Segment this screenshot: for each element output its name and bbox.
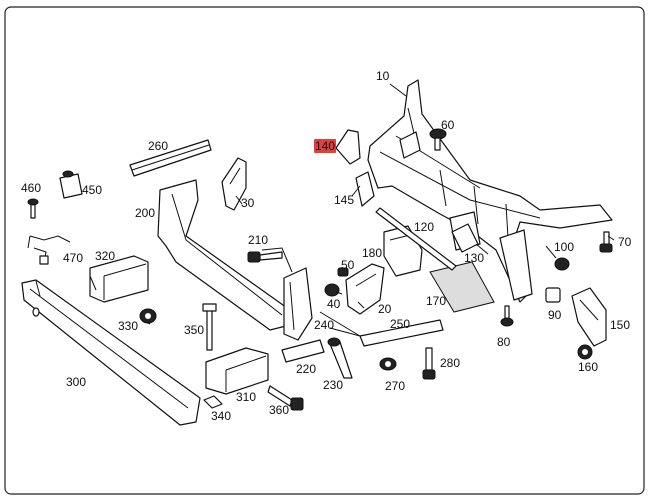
part-250-plate[interactable] (329, 319, 444, 347)
part-120-rod[interactable] (375, 207, 457, 271)
part-130-bracket[interactable] (451, 223, 479, 253)
part-200-crossmember[interactable] (157, 179, 313, 341)
part-140-bracket[interactable] (335, 129, 361, 165)
callout-230[interactable]: 230 (323, 378, 344, 392)
callout-210[interactable]: 210 (248, 233, 269, 247)
callout-350[interactable]: 350 (184, 323, 205, 337)
callout-170[interactable]: 170 (426, 294, 447, 308)
part-320-bracket[interactable] (89, 255, 149, 303)
callout-160[interactable]: 160 (578, 360, 599, 374)
part-310-bracket[interactable] (205, 347, 269, 395)
callout-330[interactable]: 330 (118, 319, 139, 333)
part-280-bolt[interactable] (422, 347, 436, 380)
part-350-bolt[interactable] (202, 303, 217, 351)
part-170-cover[interactable] (429, 261, 495, 313)
part-470-wiring[interactable] (27, 235, 71, 265)
callout-260[interactable]: 260 (148, 139, 169, 153)
part-70-bolt[interactable] (599, 231, 613, 253)
callout-340[interactable]: 340 (211, 409, 232, 423)
callout-200[interactable]: 200 (135, 206, 156, 220)
part-340-clip[interactable] (203, 395, 223, 409)
part-50-bolt[interactable] (337, 267, 349, 277)
callout-280[interactable]: 280 (440, 356, 461, 370)
callout-40[interactable]: 40 (327, 297, 341, 311)
callout-360[interactable]: 360 (269, 403, 290, 417)
callout-470[interactable]: 470 (63, 251, 84, 265)
part-260-strip[interactable] (129, 139, 212, 177)
callout-145[interactable]: 145 (334, 193, 355, 207)
callout-270[interactable]: 270 (385, 379, 406, 393)
part-100-nut[interactable] (554, 257, 570, 271)
leader-lines (89, 83, 615, 337)
callout-300[interactable]: 300 (66, 375, 87, 389)
callout-310[interactable]: 310 (236, 390, 257, 404)
part-450-sensor[interactable] (59, 170, 83, 199)
part-210-bolt[interactable] (247, 251, 283, 263)
callout-220[interactable]: 220 (296, 362, 317, 376)
callout-100[interactable]: 100 (554, 240, 575, 254)
callout-150[interactable]: 150 (610, 318, 631, 332)
part-150-bracket[interactable] (571, 287, 607, 347)
part-330-nut[interactable] (139, 308, 157, 324)
part-20-bracket[interactable] (345, 263, 385, 315)
callout-10[interactable]: 10 (376, 69, 390, 83)
callout-450[interactable]: 450 (82, 183, 103, 197)
part-300-bumper-bar[interactable] (21, 279, 201, 426)
callout-80[interactable]: 80 (497, 335, 511, 349)
part-230-bolt[interactable] (327, 337, 353, 379)
part-30-bracket[interactable] (221, 157, 247, 211)
callout-30[interactable]: 30 (241, 196, 255, 210)
part-270-nut[interactable] (379, 357, 397, 371)
callout-320[interactable]: 320 (95, 249, 116, 263)
callout-50[interactable]: 50 (341, 258, 355, 272)
callout-250[interactable]: 250 (390, 317, 411, 331)
part-160-nut[interactable] (577, 344, 593, 360)
part-80-bolt[interactable] (500, 305, 514, 327)
part-60-screw[interactable] (429, 128, 447, 151)
callout-90[interactable]: 90 (548, 308, 562, 322)
part-145-bracket[interactable] (355, 171, 375, 207)
callout-60[interactable]: 60 (441, 118, 455, 132)
callout-240[interactable]: 240 (314, 318, 335, 332)
callout-120[interactable]: 120 (414, 220, 435, 234)
part-40-nut[interactable] (324, 283, 340, 297)
callout-130[interactable]: 130 (464, 251, 485, 265)
callout-180[interactable]: 180 (362, 246, 383, 260)
part-220-bracket[interactable] (281, 339, 325, 363)
part-460-screw[interactable] (27, 198, 39, 219)
callout-70[interactable]: 70 (618, 235, 632, 249)
callout-20[interactable]: 20 (378, 302, 392, 316)
callout-460[interactable]: 460 (21, 181, 42, 195)
callout-140[interactable]: 140 (314, 139, 337, 153)
part-90-clip[interactable] (545, 287, 561, 303)
part-360-bolt[interactable] (267, 385, 304, 411)
